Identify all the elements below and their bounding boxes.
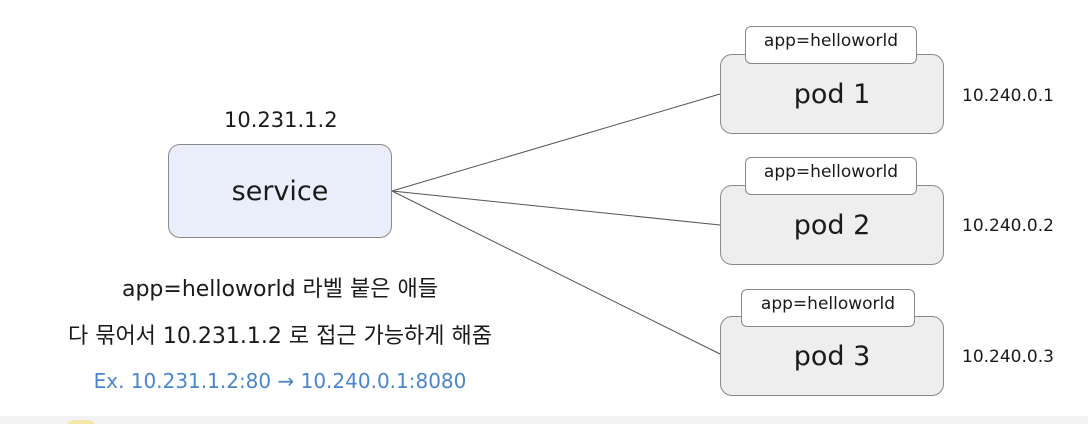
bottom-edge-decoration	[66, 420, 96, 424]
pod-tag-1: app=helloworld	[745, 26, 917, 64]
bottom-edge-strip	[0, 416, 1088, 424]
pod-node-1: pod 1	[720, 54, 944, 134]
connector-service-pod2	[391, 190, 721, 226]
service-node: service	[168, 144, 392, 238]
pod-ip-1: 10.240.0.1	[962, 86, 1054, 106]
connector-service-pod1	[391, 93, 721, 192]
pod-node-2: pod 2	[720, 185, 944, 265]
service-ip-label: 10.231.1.2	[224, 108, 338, 132]
pod-ip-2: 10.240.0.2	[962, 216, 1054, 236]
pod-tag-3: app=helloworld	[741, 289, 915, 327]
connector-service-pod3	[391, 190, 721, 355]
pod-label-2: pod 2	[793, 209, 871, 241]
pod-tag-2: app=helloworld	[745, 157, 917, 195]
service-label: service	[231, 175, 329, 207]
port-mapping-example: Ex. 10.231.1.2:80 → 10.240.0.1:8080	[93, 369, 467, 393]
description-line-2: 다 묶어서 10.231.1.2 로 접근 가능하게 해줌	[67, 324, 493, 349]
description-line-1: app=helloworld 라벨 붙은 애들	[121, 277, 438, 302]
pod-ip-3: 10.240.0.3	[962, 347, 1054, 367]
pod-node-3: pod 3	[720, 316, 944, 396]
pod-label-1: pod 1	[793, 78, 871, 110]
pod-label-3: pod 3	[793, 340, 871, 372]
